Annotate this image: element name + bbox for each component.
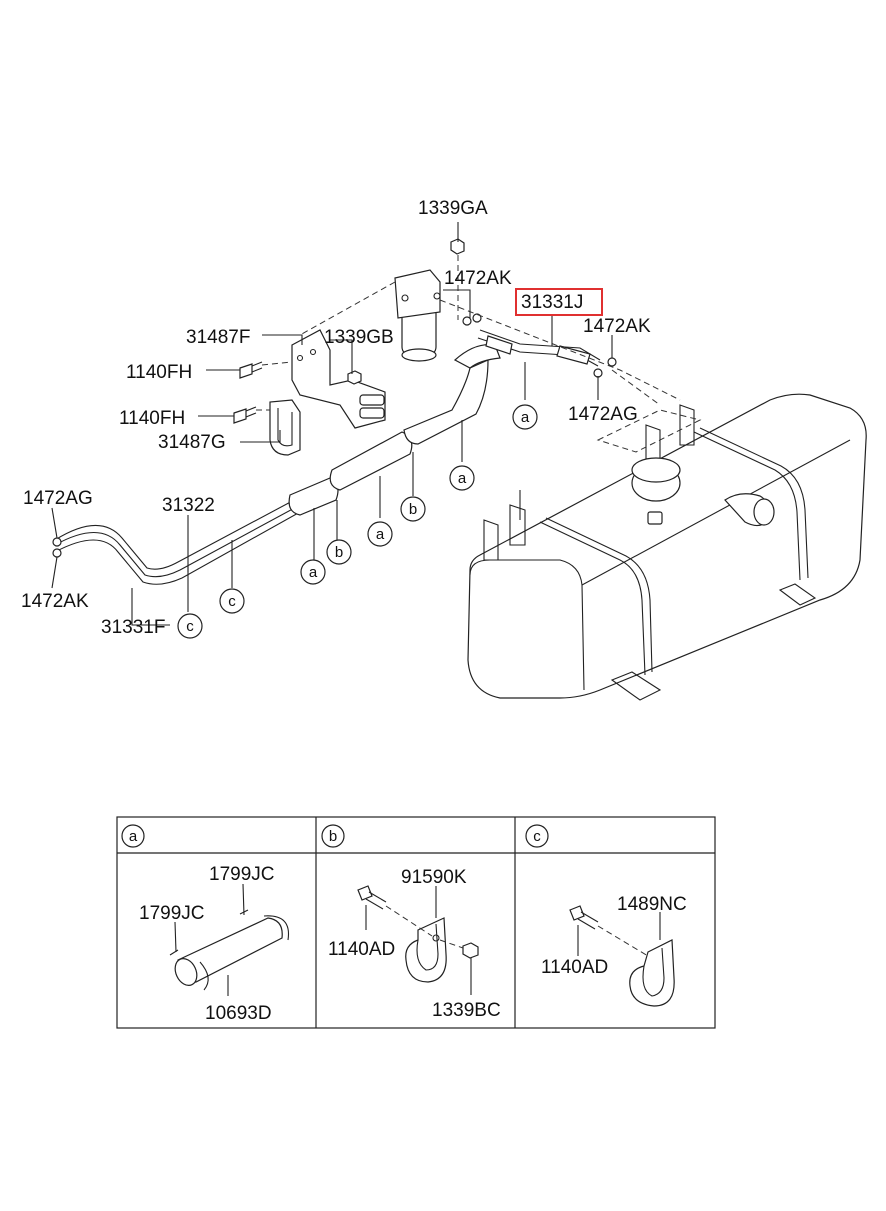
svg-text:a: a (521, 409, 530, 426)
svg-text:b: b (335, 544, 343, 561)
bolt-1140FH-lower (233, 406, 257, 424)
fuel-tank (467, 393, 867, 701)
callout-1472AK-right: 1472AK (583, 316, 651, 337)
callout-31322: 31322 (162, 495, 215, 516)
callout-31487F: 31487F (186, 327, 250, 348)
fuel-filter-assembly (394, 238, 465, 362)
svg-text:a: a (129, 828, 138, 845)
callout-1339GB: 1339GB (324, 327, 394, 348)
highlight-box-31331J (515, 288, 603, 316)
sleeve-10693D (169, 909, 290, 991)
detail-table: a b c 1799JC 1799JC 10693D (116, 816, 716, 1029)
ref-b-1: b (400, 496, 426, 522)
nut-1339BC (462, 942, 479, 959)
cell-b-1339BC: 1339BC (432, 1000, 501, 1021)
callout-31487G: 31487G (158, 432, 226, 453)
nut-1339GB (347, 370, 362, 385)
bolt-1140FH-upper (239, 361, 263, 379)
callout-1339GA: 1339GA (418, 198, 488, 219)
svg-text:b: b (409, 501, 417, 518)
assembly-guide-lines (256, 255, 681, 411)
ref-c-1: c (219, 588, 245, 614)
bolt-1140AD-b (357, 885, 387, 910)
callout-31331F: 31331F (101, 617, 165, 638)
callout-1140FH-a: 1140FH (126, 362, 192, 383)
ref-c-2: c (177, 613, 203, 639)
cell-c-1140AD: 1140AD (541, 957, 608, 978)
ref-a-3: a (367, 521, 393, 547)
cell-c-1489NC: 1489NC (617, 894, 687, 915)
callout-1140FH-b: 1140FH (119, 408, 185, 429)
callout-1472AK-top: 1472AK (444, 268, 512, 289)
svg-text:c: c (228, 593, 236, 610)
bracket-31487G (269, 399, 301, 456)
cell-a-1799JC-top: 1799JC (209, 864, 275, 885)
table-header-a: a (121, 824, 145, 848)
svg-text:a: a (309, 564, 318, 581)
ref-a-1: a (512, 404, 538, 430)
callout-1472AK-left: 1472AK (21, 591, 89, 612)
ref-b-2: b (326, 539, 352, 565)
clamp-1489NC (629, 939, 675, 1007)
callout-1472AG-right: 1472AG (568, 404, 638, 425)
callout-1472AG-left: 1472AG (23, 488, 93, 509)
cell-b-91590K: 91590K (401, 867, 467, 888)
table-header-b: b (321, 824, 345, 848)
leader-lines (51, 222, 613, 626)
svg-text:a: a (376, 526, 385, 543)
fuel-lines (52, 313, 617, 585)
svg-text:b: b (329, 828, 337, 845)
bolt-1140AD-c (569, 905, 599, 930)
svg-text:a: a (458, 470, 467, 487)
cell-a-1799JC-left: 1799JC (139, 903, 205, 924)
cell-a-10693D: 10693D (205, 1003, 272, 1024)
svg-text:c: c (186, 618, 194, 635)
bracket-31487F (291, 329, 386, 429)
clamp-91590K (405, 917, 447, 983)
ref-a-4: a (300, 559, 326, 585)
ref-a-2: a (449, 465, 475, 491)
callout-31331J[interactable]: 31331J (521, 292, 583, 313)
cell-b-1140AD: 1140AD (328, 939, 395, 960)
table-header-c: c (525, 824, 549, 848)
svg-text:c: c (533, 828, 541, 845)
